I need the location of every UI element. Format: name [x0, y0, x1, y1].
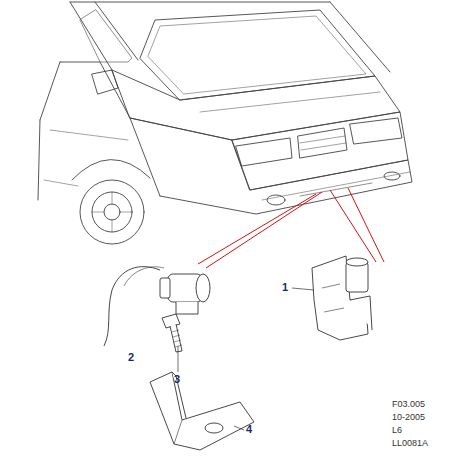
bracket-part [150, 372, 254, 450]
sensor-part [104, 267, 210, 346]
drawing-reference: 10-2005 [392, 413, 425, 422]
drawing-reference: L6 [392, 426, 402, 435]
drawing-reference: F03.005 [392, 400, 425, 409]
drawing-reference: LL0081A [392, 439, 428, 448]
callout-number: 4 [246, 424, 252, 435]
bolt-part [162, 314, 182, 352]
sensor-part [312, 256, 372, 340]
callout-number: 1 [282, 282, 288, 293]
callout-number: 3 [174, 374, 180, 385]
callout-number: 2 [128, 352, 134, 363]
